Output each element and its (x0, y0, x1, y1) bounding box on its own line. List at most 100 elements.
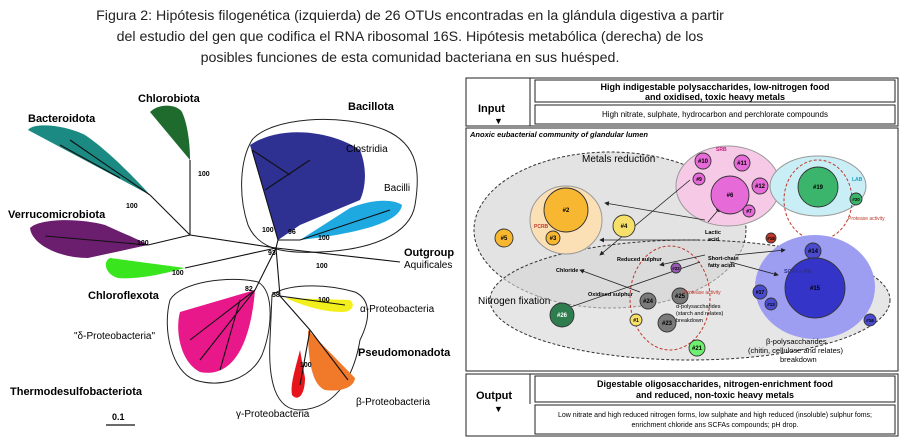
lab-label: LAB (852, 177, 863, 183)
protease-area-2 (629, 245, 711, 351)
label-alpha-proteobacteria: α-Proteobacteria (360, 304, 435, 315)
scfa-label: SCFAs-PB (784, 269, 811, 275)
bacilli-clade (300, 200, 402, 240)
delta-proteobacteria-clade (178, 290, 255, 373)
label-gamma-proteobacteria: γ-Proteobacteria (236, 409, 310, 420)
alpha-proteobacteria-clade (285, 298, 353, 312)
otu-16-circle (863, 313, 877, 327)
label-bacilli: Bacilli (384, 183, 410, 194)
pcrb-label: PCRB (534, 224, 549, 230)
beta-proteobacteria-clade (308, 330, 355, 391)
alpha-label-1: α-polysaccharides (676, 304, 721, 310)
input-label: Input (478, 103, 505, 115)
verrucomicrobiota-clade (30, 220, 148, 258)
otu-23-circle (657, 313, 677, 333)
otu-label: #13 (767, 302, 775, 307)
otu-15-circle (784, 257, 846, 319)
delta-outline (166, 278, 271, 384)
reduced-sulphur-label: Reduced sulphur (617, 257, 663, 263)
otu-24-circle (639, 292, 657, 310)
otu-label: #1 (633, 318, 639, 324)
otu-17-circle (752, 284, 768, 300)
label-bacillota: Bacillota (348, 101, 395, 113)
label-thermodesulfobacteriota: Thermodesulfobacteriota (10, 386, 143, 398)
otu-label: #10 (698, 159, 709, 165)
otu-11-circle (733, 154, 751, 172)
output-label: Output (476, 390, 512, 402)
otu-21-circle (688, 339, 706, 357)
otu-5-circle (494, 228, 514, 248)
output-title-2: and reduced, non-toxic heavy metals (636, 390, 794, 400)
otu-7-circle (742, 204, 756, 218)
otu-26-circle (549, 302, 575, 328)
bootstrap-value: 100 (262, 227, 274, 234)
metals-reduction-label: Metals reduction (582, 154, 655, 165)
otu-9-circle (692, 172, 706, 186)
otu-label: #24 (643, 299, 654, 305)
otu-label: #25 (675, 294, 686, 300)
otu-label: #4 (621, 224, 628, 230)
bootstrap-value: 100 (318, 297, 330, 304)
protease-label-2: Protease activity (684, 290, 721, 296)
otu-label: #14 (808, 249, 819, 255)
otu-12-circle (751, 177, 769, 195)
chlorobiota-clade (150, 105, 190, 160)
chloroflexota-clade (105, 258, 185, 279)
bootstrap-value: 93 (268, 250, 276, 257)
protease-label-1: Protease activity (848, 216, 885, 222)
otu-label: #23 (662, 321, 673, 327)
otu-22-circle (670, 262, 682, 274)
alpha-label-3: breakdown (676, 318, 703, 324)
clostridia-clade (250, 132, 365, 240)
otu-label: #5 (501, 236, 508, 242)
otu-20-circle (849, 192, 863, 206)
bootstrap-value: 82 (245, 286, 253, 293)
otu-label: #19 (813, 185, 824, 191)
input-subtitle: High nitrate, sulphate, hydrocarbon and … (602, 110, 828, 119)
otu-10-circle (694, 152, 712, 170)
otu-3-circle (545, 230, 561, 246)
otu-label: #15 (810, 286, 821, 292)
otu-label: #2 (563, 208, 570, 214)
bootstrap-value: 100 (316, 263, 328, 270)
label-delta-proteobacteria: "δ-Proteobacteria" (74, 331, 155, 342)
caption-line-2: del estudio del gen que codifica el RNA … (116, 29, 704, 45)
figure-caption: Figura 2: Hipótesis filogenética (izquie… (40, 6, 780, 69)
label-outgroup: Outgroup (404, 247, 454, 259)
otu-label: #16 (866, 318, 874, 323)
alpha-label-2: (starch and relates) (676, 311, 724, 317)
beta-label-1: β-polysaccharides (766, 337, 827, 346)
arrow-down-icon: ▼ (494, 404, 503, 414)
otu-label: #11 (737, 161, 747, 167)
phylogenetic-tree: Chlorobiota Bacteroidota Bacillota Verru… (8, 93, 454, 426)
otu-label: #26 (557, 313, 568, 319)
otu-13-circle (764, 297, 778, 311)
label-clostridia: Clostridia (346, 144, 388, 155)
otu-label: #7 (746, 209, 752, 215)
caption-line-3: posibles funciones de esta comunidad bac… (200, 50, 620, 66)
otu-18-circle (765, 232, 777, 244)
otu-label: #18 (767, 236, 775, 241)
otu-label: #6 (727, 193, 734, 199)
bootstrap-value: 100 (300, 362, 312, 369)
input-title-2: and oxidised, toxic heavy metals (645, 92, 785, 102)
otu-6-circle (710, 175, 750, 215)
short-chain-label-1: Short-chain (708, 256, 739, 262)
short-chain-label-2: fatty acids (708, 263, 735, 269)
label-verrucomicrobiota: Verrucomicrobiota (8, 209, 106, 221)
otu-label: #17 (756, 290, 765, 296)
otu-label: #20 (852, 197, 860, 202)
otu-25-circle (671, 287, 689, 305)
otu-2-circle (543, 187, 589, 233)
output-title-1: Digestable oligosaccharides, nitrogen-en… (597, 379, 833, 389)
arrow-down-icon: ▼ (494, 116, 503, 126)
lactic-label-1: Lactic (705, 230, 721, 236)
oxidised-sulphur-label: Oxidised sulphur (588, 292, 634, 298)
beta-label-2: (chitin, cellulose and relates) (748, 346, 844, 355)
otu-19-circle (797, 166, 839, 208)
otu-label: #9 (696, 177, 702, 183)
bootstrap-value: 100 (198, 171, 210, 178)
bootstrap-value: 100 (172, 270, 184, 277)
label-beta-proteobacteria: β-Proteobacteria (356, 397, 431, 408)
